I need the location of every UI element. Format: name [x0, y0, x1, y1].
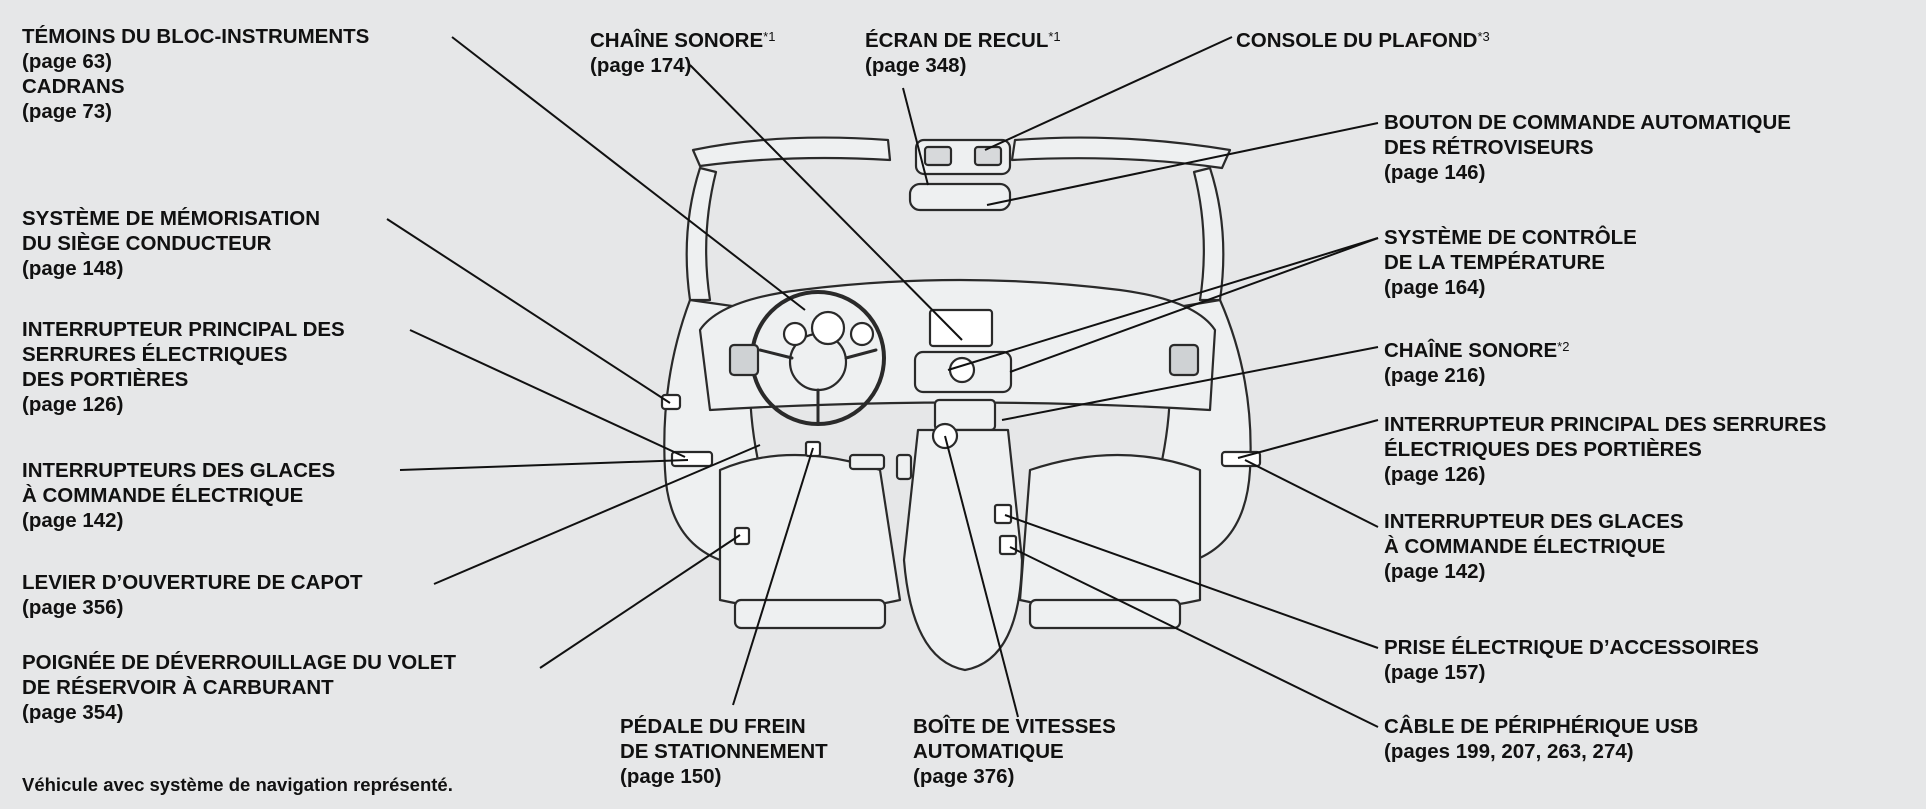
rearview-mirror — [908, 182, 1012, 212]
label-glaces-gauche: INTERRUPTEURS DES GLACES À COMMANDE ÉLEC… — [22, 459, 336, 532]
label-temoins: TÉMOINS DU BLOC-INSTRUMENTS (page 63) CA… — [22, 25, 370, 123]
navigation-screen — [928, 308, 994, 348]
leader-frein — [732, 447, 814, 706]
label-chaine1: CHAÎNE SONORE*1 (page 174) — [590, 29, 776, 77]
leader-boite — [944, 435, 1019, 718]
leader-glaces-gauche — [399, 459, 689, 471]
leader-temperature-b — [1009, 237, 1379, 373]
label-chaine2: CHAÎNE SONORE*2 (page 216) — [1384, 339, 1570, 387]
right-a-pillar — [1192, 166, 1225, 302]
leader-temoins — [451, 36, 806, 311]
left-a-pillar — [685, 166, 718, 302]
left-sun-visor — [691, 136, 892, 168]
label-recul: ÉCRAN DE RECUL*1 (page 348) — [865, 29, 1061, 77]
leader-serrures-gauche — [409, 329, 686, 458]
label-memoire: SYSTÈME DE MÉMORISATION DU SIÈGE CONDUCT… — [22, 207, 321, 280]
leader-reservoir — [539, 534, 741, 669]
center-console — [902, 428, 1024, 672]
right-sun-visor — [1010, 136, 1232, 170]
leader-retro — [986, 122, 1379, 206]
leader-memoire — [386, 218, 671, 404]
passenger-seat — [1018, 453, 1202, 612]
label-capot: LEVIER D’OUVERTURE DE CAPOT (page 356) — [22, 571, 363, 619]
leader-temperature-a — [947, 237, 1379, 371]
figure-caption: Véhicule avec système de navigation repr… — [22, 774, 453, 795]
leader-serrures-droite — [1237, 419, 1379, 459]
leader-recul — [902, 87, 929, 186]
leader-chaine1 — [689, 64, 963, 341]
label-boite: BOÎTE DE VITESSES AUTOMATIQUE (page 376) — [913, 715, 1116, 788]
label-serrures-gauche: INTERRUPTEUR PRINCIPAL DES SERRURES ÉLEC… — [22, 318, 345, 416]
leader-plafond — [984, 36, 1233, 151]
label-reservoir: POIGNÉE DE DÉVERROUILLAGE DU VOLET DE RÉ… — [22, 651, 456, 724]
leader-usb — [1009, 546, 1379, 728]
leader-glaces-droite — [1244, 459, 1379, 528]
label-prise: PRISE ÉLECTRIQUE D’ACCESSOIRES (page 157… — [1384, 636, 1759, 684]
label-temperature: SYSTÈME DE CONTRÔLE DE LA TEMPÉRATURE (p… — [1384, 226, 1637, 299]
leader-prise — [1004, 514, 1379, 649]
label-usb: CÂBLE DE PÉRIPHÉRIQUE USB (pages 199, 20… — [1384, 715, 1699, 763]
label-serrures-droite: INTERRUPTEUR PRINCIPAL DES SERRURES ÉLEC… — [1384, 413, 1827, 486]
label-glaces-droite: INTERRUPTEUR DES GLACES À COMMANDE ÉLECT… — [1384, 510, 1684, 583]
label-frein: PÉDALE DU FREIN DE STATIONNEMENT (page 1… — [620, 715, 828, 788]
leader-capot — [433, 444, 761, 585]
label-retro: BOUTON DE COMMANDE AUTOMATIQUE DES RÉTRO… — [1384, 111, 1791, 184]
label-plafond: CONSOLE DU PLAFOND*3 — [1236, 29, 1490, 52]
leader-chaine2 — [1001, 346, 1379, 421]
